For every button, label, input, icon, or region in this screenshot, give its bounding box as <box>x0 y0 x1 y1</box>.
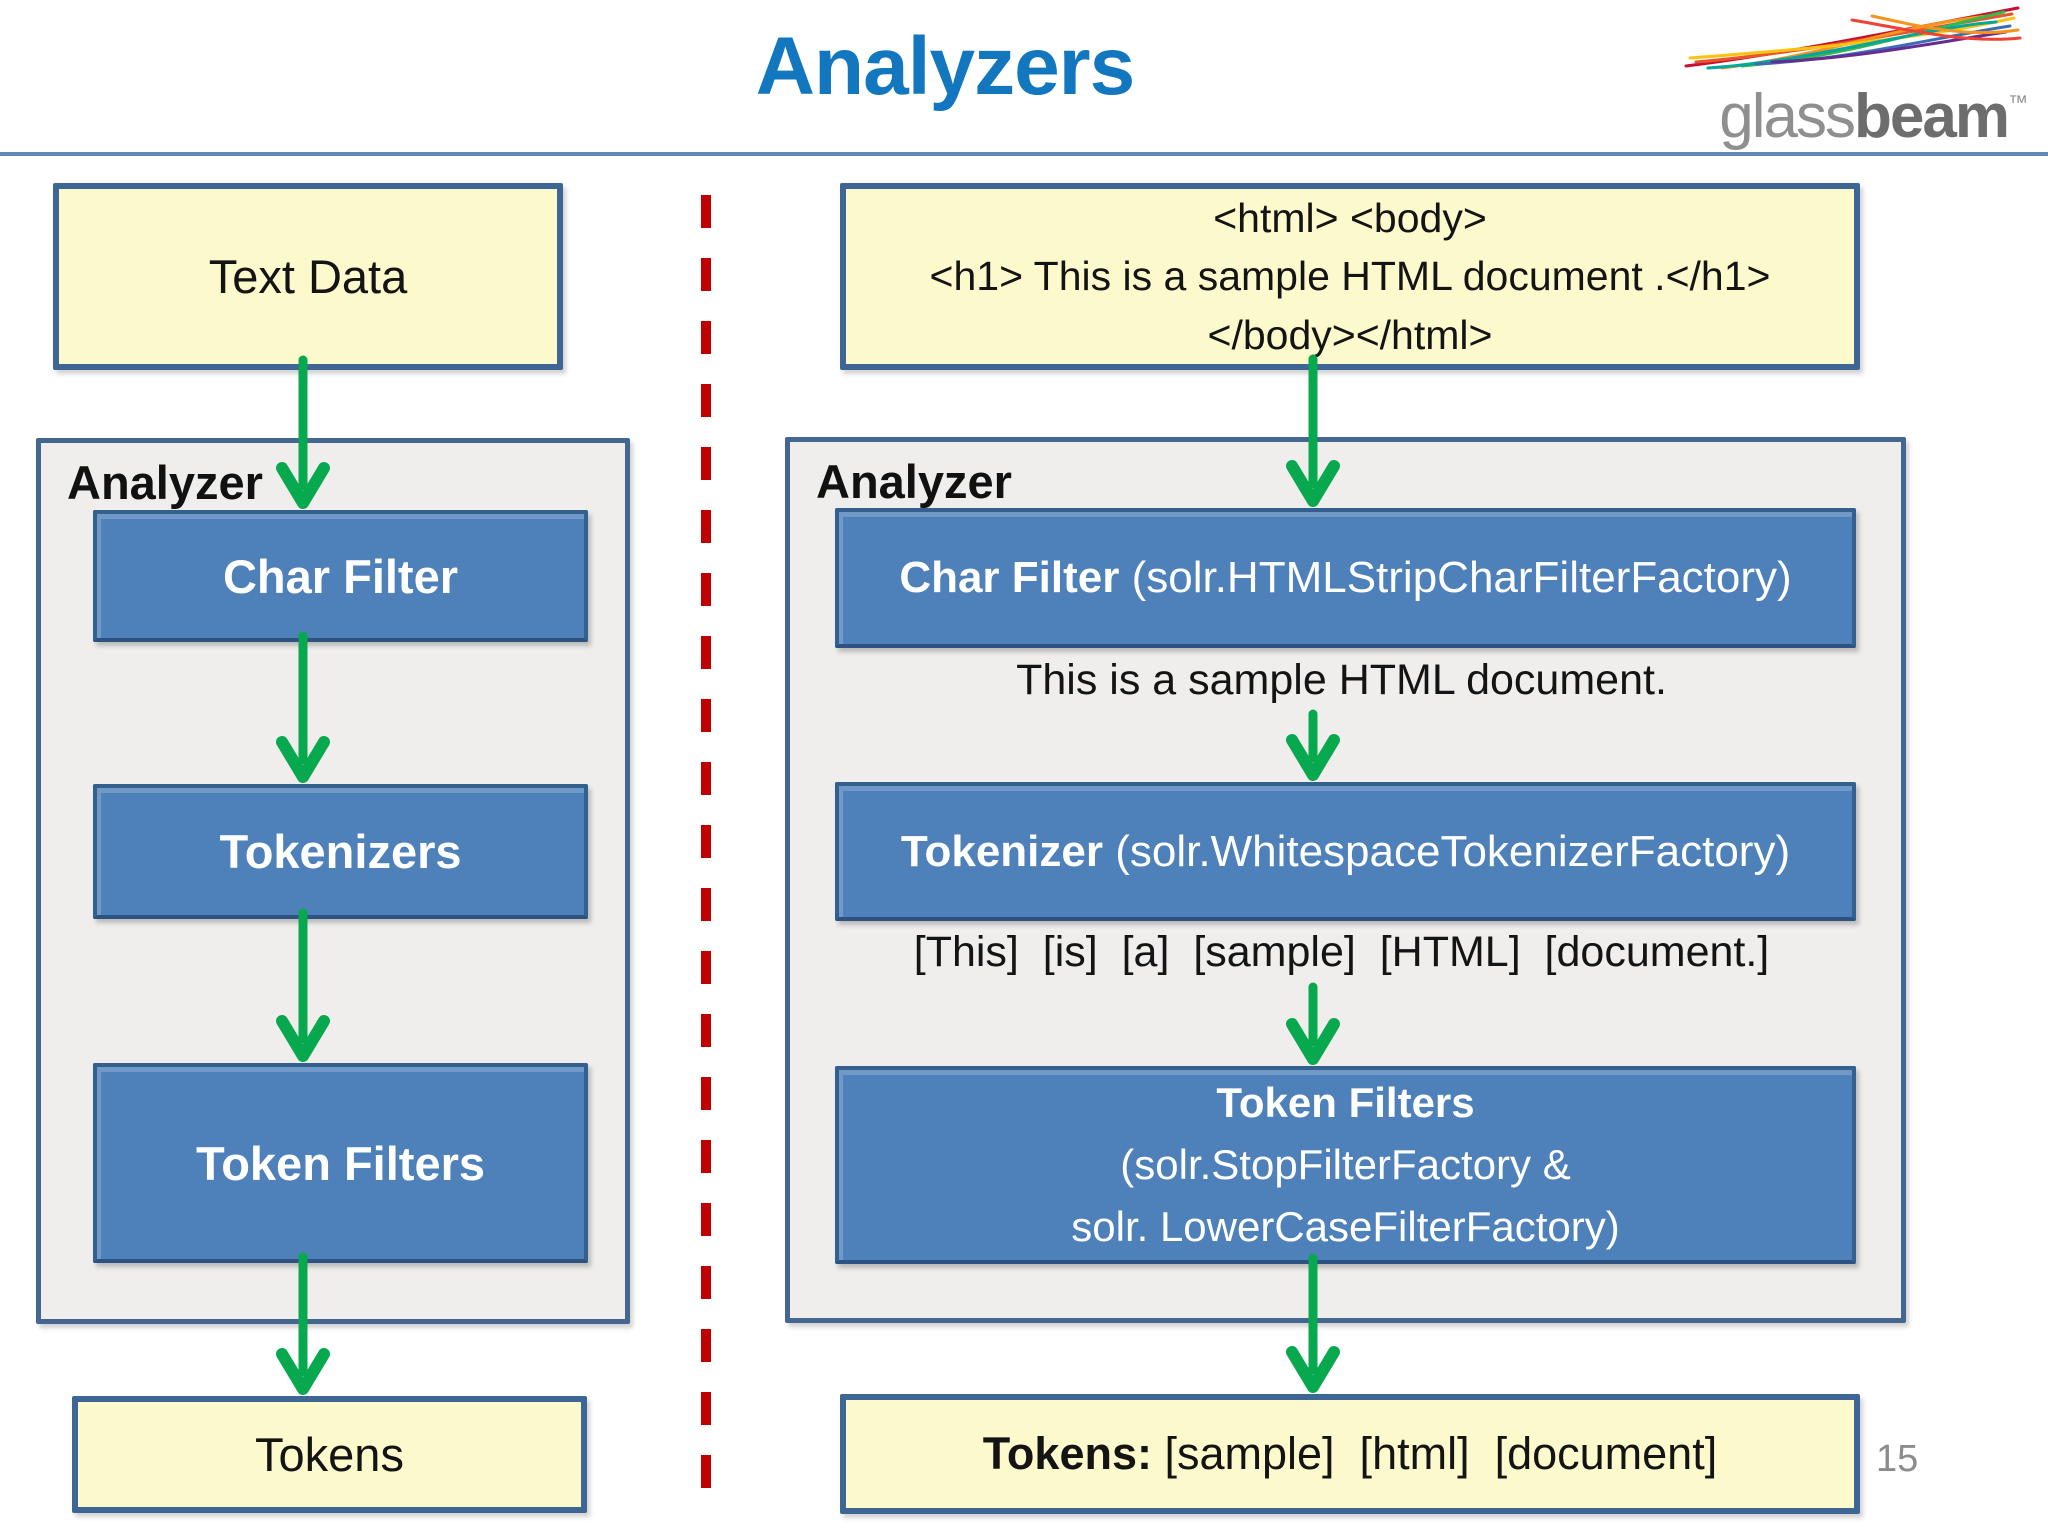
right-input-box: <html> <body> <h1> This is a sample HTML… <box>840 183 1860 370</box>
right-analyzer-label: Analyzer <box>816 455 1012 508</box>
right-tokenizer-name: Tokenizer <box>900 826 1103 876</box>
right-output-box: Tokens: [sample] [html] [document] <box>840 1394 1860 1514</box>
left-stage-token-filters: Token Filters <box>93 1063 588 1263</box>
right-input-line-1: <html> <body> <box>1213 195 1487 242</box>
header-divider-line <box>0 152 2048 156</box>
page-number: 15 <box>1876 1438 1919 1480</box>
left-input-box: Text Data <box>53 183 563 370</box>
right-input-line-3: </body></html> <box>1207 311 1493 358</box>
left-output-label: Tokens <box>255 1428 404 1481</box>
left-stage-token-filters-label: Token Filters <box>195 1136 486 1190</box>
char-filter-output-text: This is a sample HTML document. <box>1016 655 1667 704</box>
right-token-filters-factory-1: (solr.StopFilterFactory & <box>1120 1140 1571 1188</box>
glassbeam-logo: glassbeam™ <box>1652 4 2032 150</box>
right-char-filter-name: Char Filter <box>899 553 1120 602</box>
wordmark-glass: glass <box>1719 82 1856 151</box>
right-stage-token-filters: Token Filters (solr.StopFilterFactory & … <box>835 1066 1856 1264</box>
glassbeam-swoosh <box>1684 6 2022 70</box>
left-stage-tokenizers: Tokenizers <box>93 784 588 919</box>
arrow-left-4-head <box>276 1348 330 1395</box>
left-output-box: Tokens <box>72 1396 587 1513</box>
arrow-right-4-head <box>1286 1346 1340 1393</box>
left-stage-char-filter-label: Char Filter <box>222 549 459 603</box>
tokenizer-output-text: [This] [is] [a] [sample] [HTML] [documen… <box>913 927 1770 976</box>
left-stage-tokenizers-label: Tokenizers <box>219 825 462 878</box>
right-output-label: Tokens: <box>982 1428 1152 1479</box>
right-stage-tokenizer: Tokenizer (solr.WhitespaceTokenizerFacto… <box>835 782 1856 921</box>
right-token-filters-factory-2: solr. LowerCaseFilterFactory) <box>1071 1203 1620 1251</box>
page-title: Analyzers <box>755 21 1135 112</box>
wordmark-beam: beam <box>1854 82 2010 151</box>
left-stage-char-filter: Char Filter <box>93 510 588 642</box>
right-token-filters-name: Token Filters <box>1216 1078 1475 1126</box>
wordmark-tm: ™ <box>2008 92 2028 114</box>
right-output-tokens: [sample] [html] [document] <box>1151 1428 1718 1479</box>
left-input-label: Text Data <box>208 250 408 303</box>
right-char-filter-factory: (solr.HTMLStripCharFilterFactory) <box>1119 553 1792 602</box>
right-stage-char-filter: Char Filter (solr.HTMLStripCharFilterFac… <box>835 508 1856 648</box>
glassbeam-wordmark: glassbeam™ <box>1719 86 2028 148</box>
dashed-divider <box>701 195 711 1507</box>
right-input-line-2: <h1> This is a sample HTML document .</h… <box>929 253 1771 300</box>
left-analyzer-label: Analyzer <box>67 456 263 509</box>
right-tokenizer-factory: (solr.WhitespaceTokenizerFactory) <box>1103 826 1791 876</box>
